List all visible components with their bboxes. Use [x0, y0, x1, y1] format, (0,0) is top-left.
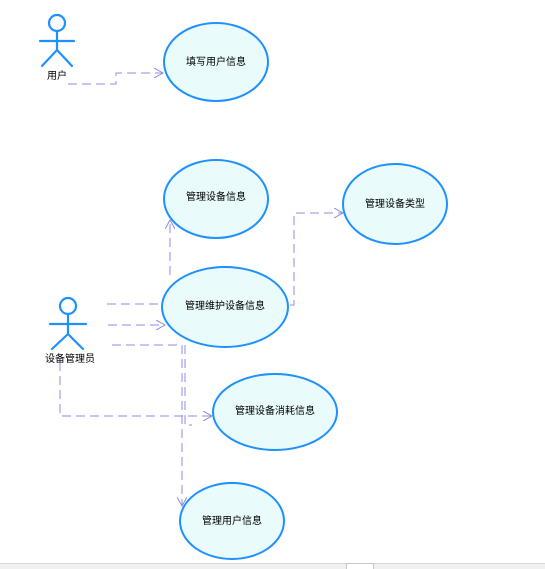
usecase-manage-device-consumption-info[interactable]: 管理设备消耗信息 — [212, 373, 338, 451]
usecase-ellipse — [161, 266, 289, 348]
usecase-manage-maintain-device-info[interactable]: 管理维护设备信息 — [161, 266, 289, 348]
usecase-label: 管理设备消耗信息 — [235, 404, 315, 417]
usecase-label: 管理用户信息 — [202, 514, 262, 527]
actor-leg-left-icon — [50, 332, 70, 351]
dependency-maintain-to-device-type — [290, 213, 343, 306]
dependency-admin-to-user-info — [112, 344, 182, 506]
actor-device-admin-label: 设备管理员 — [45, 352, 95, 365]
usecase-label: 管理维护设备信息 — [185, 299, 265, 312]
usecase-ellipse — [212, 373, 338, 451]
usecase-fill-user-info[interactable]: 填写用户信息 — [163, 22, 269, 102]
dependency-user-to-fill-user-info — [68, 73, 163, 85]
usecase-ellipse — [342, 163, 448, 245]
actor-leg-right-icon — [66, 332, 85, 351]
actor-user[interactable] — [38, 13, 76, 68]
usecase-ellipse — [163, 159, 269, 239]
scrollbar-thumb[interactable] — [346, 563, 374, 569]
dependency-lines — [59, 73, 343, 506]
usecase-label: 填写用户信息 — [186, 55, 246, 68]
horizontal-scrollbar-track[interactable] — [0, 563, 545, 569]
usecase-manage-user-info[interactable]: 管理用户信息 — [179, 482, 285, 560]
dependency-maintain-to-consumption-info — [184, 345, 192, 426]
actor-leg-right-icon — [55, 48, 74, 68]
usecase-manage-device-type[interactable]: 管理设备类型 — [342, 163, 448, 245]
dependency-admin-to-consumption-info — [59, 362, 212, 416]
usecase-label: 管理设备信息 — [186, 190, 246, 203]
usecase-ellipse — [179, 482, 285, 560]
actor-leg-left-icon — [40, 48, 59, 68]
usecase-ellipse — [163, 22, 269, 102]
usecase-manage-device-info[interactable]: 管理设备信息 — [163, 159, 269, 239]
actor-head-icon — [58, 296, 78, 316]
actor-device-admin[interactable] — [48, 296, 88, 351]
usecase-label: 管理设备类型 — [365, 197, 425, 210]
actor-head-icon — [47, 13, 67, 33]
actor-user-label: 用户 — [47, 69, 67, 82]
